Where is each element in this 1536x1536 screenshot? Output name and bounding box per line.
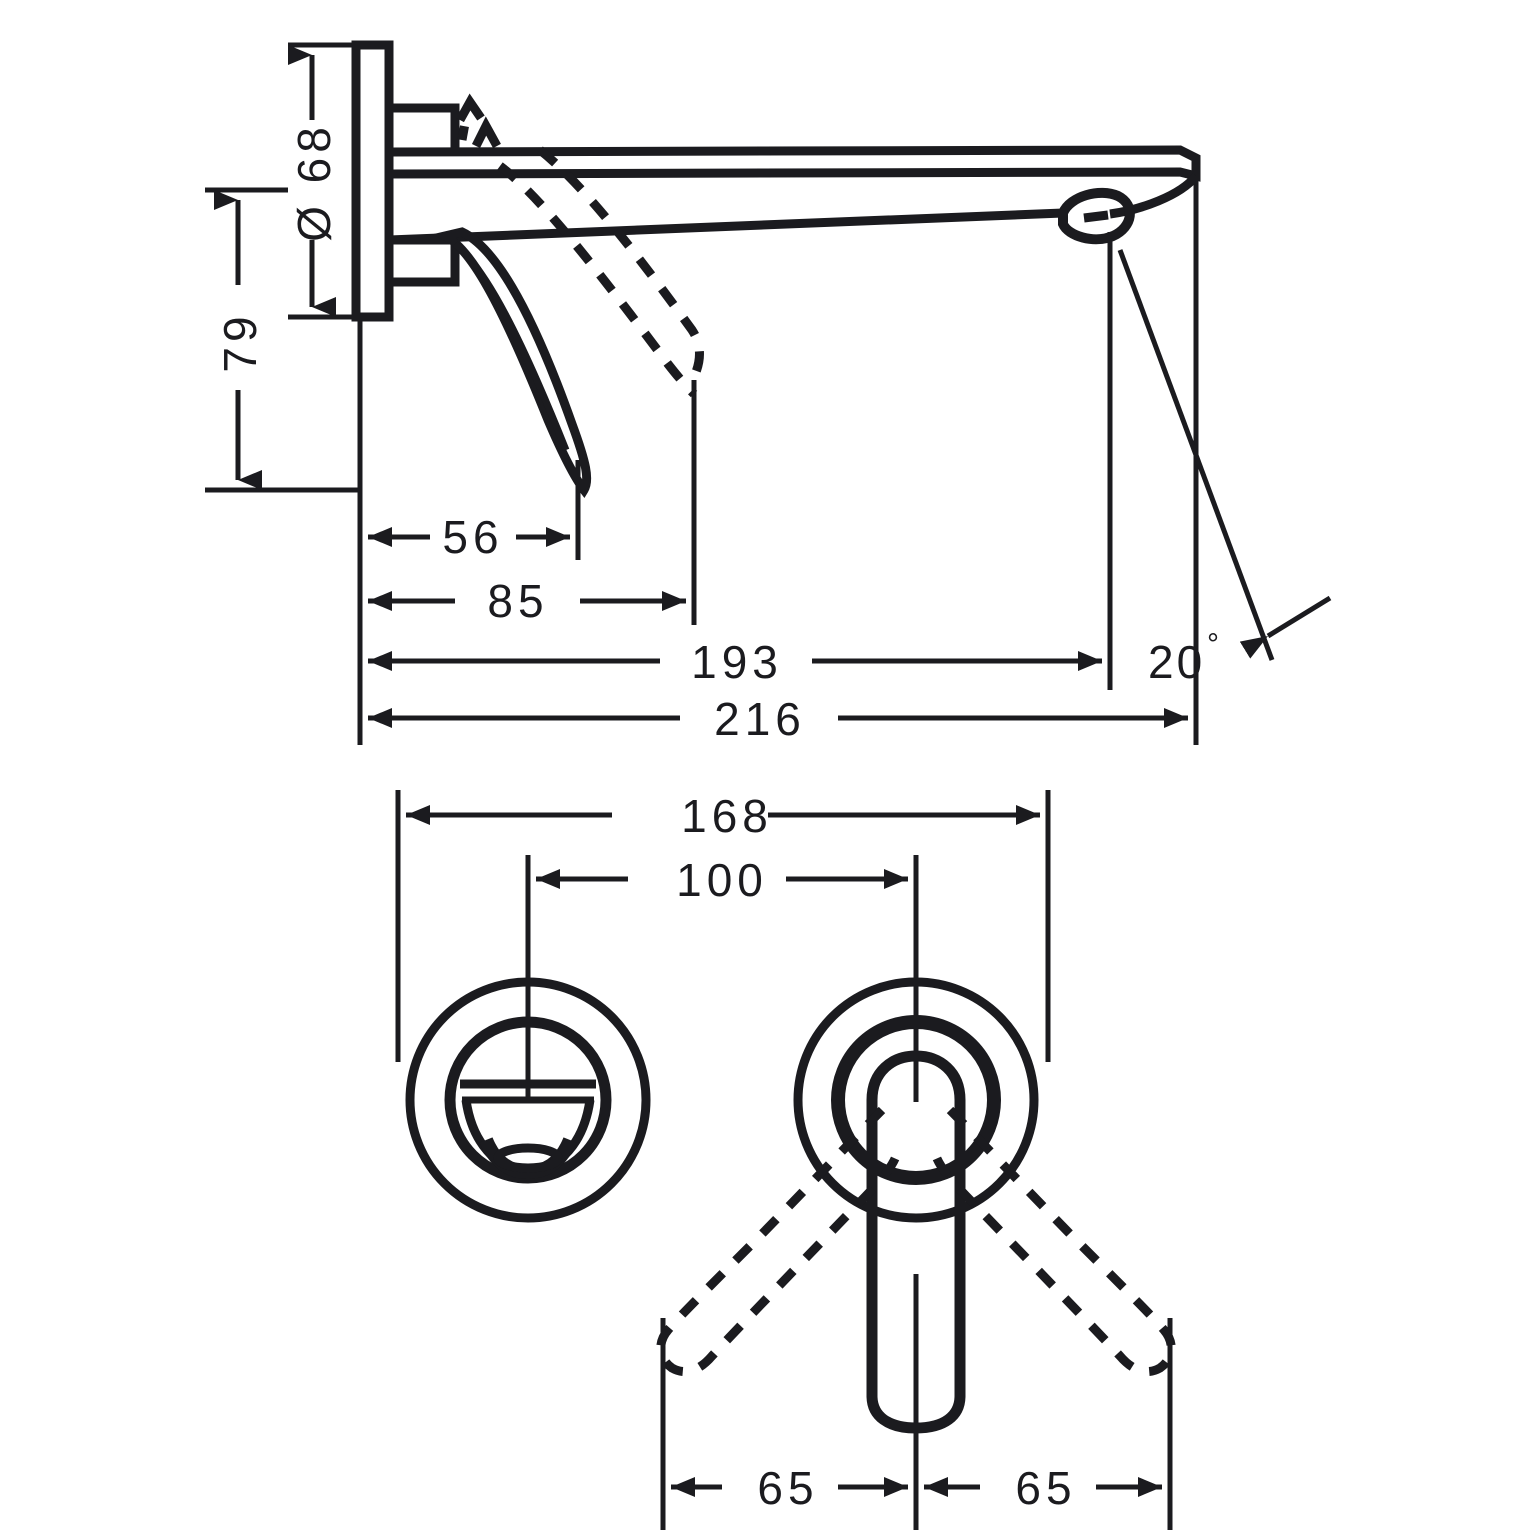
side-view-lever-handle bbox=[431, 227, 592, 499]
side-view-aerator bbox=[1058, 187, 1135, 245]
dimension-label-193: 193 bbox=[691, 636, 783, 688]
side-view-wall-plate bbox=[351, 40, 394, 322]
dimension-label-168: 168 bbox=[681, 790, 773, 842]
dimension-label-100: 100 bbox=[676, 854, 768, 906]
dimension-label-spray-angle: 20 bbox=[1148, 636, 1205, 688]
spray-angle-indicator bbox=[1117, 249, 1332, 661]
front-view-lever-swing-right-dashed bbox=[929, 1106, 1176, 1376]
dimension-label-216: 216 bbox=[714, 693, 806, 745]
dimension-label-85: 85 bbox=[487, 575, 548, 627]
dimension-label-56: 56 bbox=[442, 511, 503, 563]
dimension-label-65-right: 65 bbox=[1015, 1462, 1076, 1514]
dimension-extension-lines-front bbox=[395, 790, 1173, 1530]
front-view-lever-swing-left-dashed bbox=[656, 1106, 903, 1376]
dimension-label-height-79: 79 bbox=[214, 311, 266, 372]
side-view-cartridge-detail bbox=[456, 93, 501, 149]
dimension-label-65-left: 65 bbox=[757, 1462, 818, 1514]
degree-symbol-icon: ° bbox=[1207, 628, 1222, 661]
front-view-lever-handle bbox=[866, 1050, 966, 1434]
dimension-height-79 bbox=[205, 187, 360, 493]
dimension-diameter-68 bbox=[288, 42, 360, 320]
side-view-lever-raised-dashed bbox=[497, 146, 704, 398]
dimension-label-diameter-68: Ø 68 bbox=[288, 122, 340, 242]
